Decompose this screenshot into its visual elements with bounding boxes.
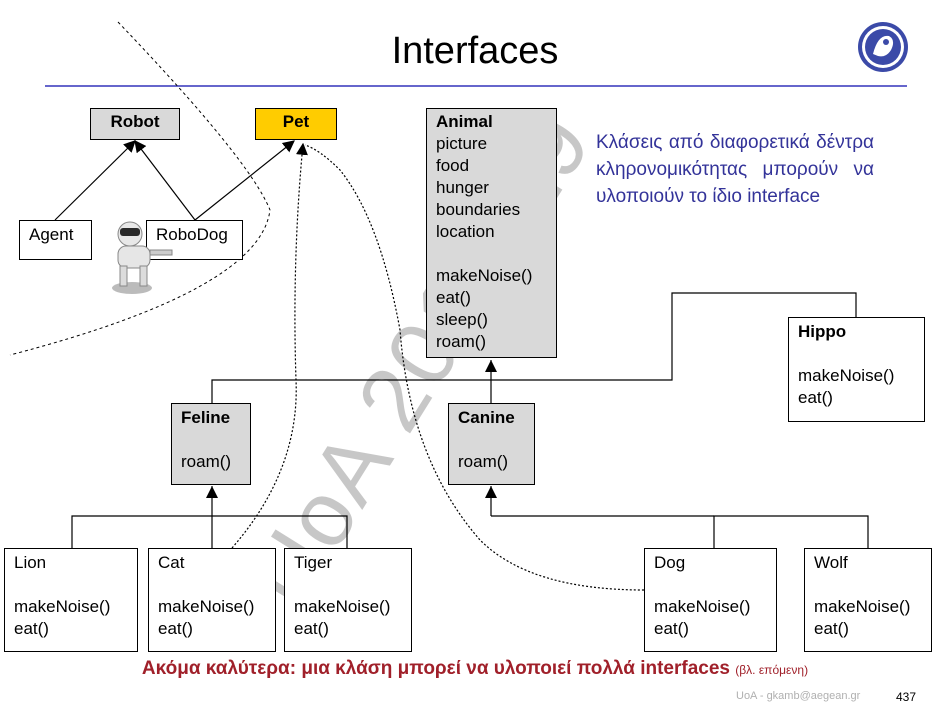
dog-method: eat() — [654, 619, 689, 638]
footer-credit: UoA - gkamb@aegean.gr — [736, 690, 861, 702]
animal-method: makeNoise() — [436, 266, 533, 285]
cat-method: eat() — [158, 619, 193, 638]
wolf-method: makeNoise() — [814, 597, 911, 616]
lion-class-name: Lion — [14, 553, 47, 572]
title-divider — [45, 85, 907, 87]
animal-field: picture — [436, 134, 488, 153]
wolf-method: eat() — [814, 619, 849, 638]
robot-class-name: Robot — [110, 112, 160, 131]
page-number: 437 — [896, 690, 917, 704]
hippo-method: makeNoise() — [798, 366, 895, 385]
agent-class-name: Agent — [29, 225, 74, 244]
tiger-method: makeNoise() — [294, 597, 391, 616]
canine-class: Canine roam() — [448, 403, 535, 485]
animal-field: boundaries — [436, 200, 521, 219]
tiger-method: eat() — [294, 619, 329, 638]
bottom-statement-aside: (βλ. επόμενη) — [735, 663, 809, 677]
dog-class-name: Dog — [654, 553, 686, 572]
robot-dog-image — [112, 221, 173, 294]
animal-field: food — [436, 156, 470, 175]
lion-method: makeNoise() — [14, 597, 111, 616]
feline-class: Feline roam() — [171, 403, 251, 485]
robodog-class-name: RoboDog — [156, 225, 228, 244]
pet-interface: Pet — [255, 108, 337, 140]
explanation-note: Κλάσεις από διαφορετικά δέντρα κληρονομι… — [596, 132, 874, 207]
cat-class: Cat makeNoise() eat() — [148, 548, 276, 652]
animal-method: roam() — [436, 332, 487, 351]
university-logo-icon — [858, 22, 908, 72]
bottom-statement: Ακόμα καλύτερα: μια κλάση μπορεί να υλοπ… — [0, 658, 950, 680]
pet-interface-name: Pet — [282, 112, 310, 131]
dog-method: makeNoise() — [654, 597, 751, 616]
canine-method: roam() — [458, 452, 509, 471]
hippo-class-name: Hippo — [798, 322, 847, 341]
dog-class: Dog makeNoise() eat() — [644, 548, 777, 652]
feline-method: roam() — [181, 452, 232, 471]
canine-class-name: Canine — [458, 408, 515, 427]
hippo-class: Hippo makeNoise() eat() — [788, 317, 925, 422]
feline-class-name: Feline — [181, 408, 231, 427]
hippo-method: eat() — [798, 388, 833, 407]
wolf-class: Wolf makeNoise() eat() — [804, 548, 932, 652]
tiger-class: Tiger makeNoise() eat() — [284, 548, 412, 652]
cat-method: makeNoise() — [158, 597, 255, 616]
agent-class: Agent — [19, 220, 92, 260]
wolf-class-name: Wolf — [814, 553, 848, 572]
animal-class: Animal picture food hunger boundaries lo… — [426, 108, 557, 358]
animal-method: sleep() — [436, 310, 488, 329]
tiger-class-name: Tiger — [294, 553, 333, 572]
bottom-statement-text: Ακόμα καλύτερα: μια κλάση μπορεί να υλοπ… — [141, 658, 730, 679]
animal-field: location — [436, 222, 495, 241]
robot-class: Robot — [90, 108, 180, 140]
animal-method: eat() — [436, 288, 471, 307]
animal-class-name: Animal — [436, 112, 493, 131]
lion-method: eat() — [14, 619, 49, 638]
slide-title: Interfaces — [391, 30, 559, 72]
cat-class-name: Cat — [158, 553, 185, 572]
lion-class: Lion makeNoise() eat() — [4, 548, 138, 652]
animal-field: hunger — [436, 178, 489, 197]
